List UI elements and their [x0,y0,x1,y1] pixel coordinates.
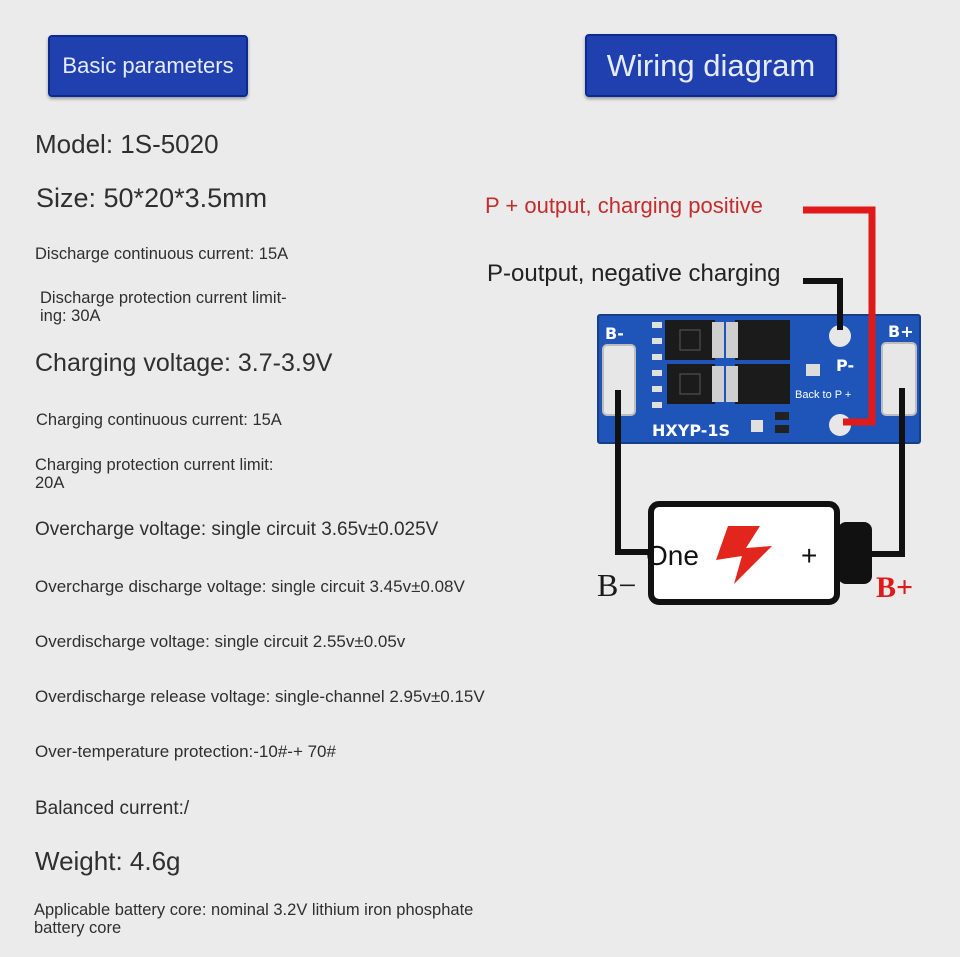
board-model-text: HXYP-1S [652,421,730,440]
pcb-b-minus-text: B- [605,324,624,343]
battery-positive-wire [870,388,905,557]
battery-plus-text: + [801,540,817,571]
param-battery-core: Applicable battery core: nominal 3.2V li… [34,901,473,938]
lightning-bolt-icon [716,526,772,584]
param-charging-protection-line1: Charging protection current limit: [35,456,274,474]
p-minus-output-label: P-output, negative charging [487,260,781,287]
pcb-p-minus-text: P- [836,356,854,375]
param-overdischarge-voltage: Overdischarge voltage: single circuit 2.… [35,632,406,651]
param-discharge-continuous: Discharge continuous current: 15A [35,245,289,263]
back-to-p-plus-text: Back to P + [795,389,851,401]
terminal-b-plus-label: B+ [876,571,913,604]
param-size: Size: 50*20*3.5mm [36,183,268,213]
basic-parameters-button[interactable]: Basic parameters [48,35,248,97]
p-plus-output-label: P + output, charging positive [485,193,763,218]
wiring-diagram-label: Wiring diagram [606,47,816,83]
pcb-b-plus-text: B+ [888,322,914,341]
param-charging-voltage: Charging voltage: 3.7-3.9V [35,349,333,377]
param-charging-protection-line2: 20A [35,474,65,493]
battery-negative-wire [615,390,650,555]
basic-parameters-label: Basic parameters [62,53,234,78]
param-battery-core-line2: battery core [34,919,122,938]
param-overcharge-discharge-voltage: Overcharge discharge voltage: single cir… [35,577,465,596]
wiring-diagram: B- B+ P- Back to P + HXYP-1S One + B− B+ [597,206,921,605]
terminal-b-minus-label: B− [597,567,636,603]
param-charging-protection: Charging protection current limit:20A [35,456,273,493]
smd-components [652,322,820,433]
param-battery-core-line1: Applicable battery core: nominal 3.2V li… [34,901,474,919]
battery-icon [648,501,872,605]
p-minus-pad [829,325,851,347]
battery-text: One [646,540,699,571]
param-weight: Weight: 4.6g [35,846,181,876]
mosfet-chips [665,320,790,404]
param-over-temperature: Over-temperature protection:-10#-+ 70# [35,742,336,761]
param-balanced-current: Balanced current:/ [35,798,190,819]
negative-output-wire [803,278,843,330]
param-overdischarge-release: Overdischarge release voltage: single-ch… [35,687,485,706]
param-model: Model: 1S-5020 [35,129,219,159]
param-charging-continuous: Charging continuous current: 15A [36,411,282,429]
param-discharge-protection: Discharge protection current limit-ing: … [40,289,287,326]
param-discharge-protection-line2: ing: 30A [40,307,101,326]
wiring-diagram-button[interactable]: Wiring diagram [585,34,837,97]
param-discharge-protection-line1: Discharge protection current limit- [40,289,287,307]
param-overcharge-voltage: Overcharge voltage: single circuit 3.65v… [35,519,439,540]
positive-output-wire [803,206,876,426]
